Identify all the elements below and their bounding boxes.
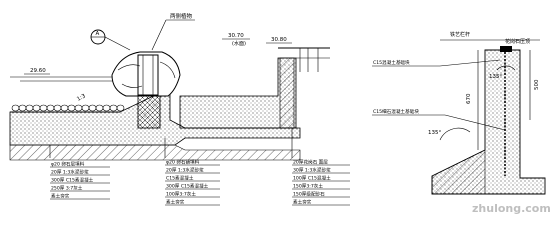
right-wall — [179, 57, 297, 129]
pebble-row — [11, 104, 125, 112]
callout-leader — [151, 19, 167, 51]
angle-arc-top — [496, 65, 516, 71]
main-section: 30.70 (水面) 30.80 29.60 1:3 A 两侧植物 φ20 卵石… — [9, 12, 350, 206]
wall-core — [279, 57, 295, 129]
table-row-text: 素土夯实 — [51, 193, 70, 200]
detail-header-left: 铁艺栏杆 — [450, 31, 470, 38]
table-row-text: C15素混凝土 — [166, 175, 194, 182]
cad-section-drawing: 30.70 (水面) 30.80 29.60 1:3 A 两侧植物 φ20 卵石… — [9, 12, 551, 215]
angle-arc-bottom — [439, 127, 471, 141]
section-marker-leader — [104, 36, 131, 51]
elevation-right: 30.80 — [271, 37, 287, 43]
planter-pipe — [137, 54, 159, 96]
railing-detail: 铁艺栏杆 花岗石压顶 670 500 135° 135° C15混凝土基础块 C… — [372, 31, 546, 195]
table-row-text: 300厚 C15素混凝土 — [51, 177, 94, 184]
watermark: zhulong.com — [472, 202, 551, 215]
table-row-text: 30厚 1:3水泥砂浆 — [293, 167, 331, 174]
table-row-text: 150厚3:7灰土 — [293, 183, 323, 190]
table-row-text: 300厚 C15素混凝土 — [166, 183, 209, 190]
table-row-text: 250厚 3:7灰土 — [51, 185, 83, 192]
detail-note-2-leader-2 — [444, 114, 506, 131]
table-row-text: 20厚 1:3水泥砂浆 — [166, 167, 204, 174]
table-row-text: 素土夯实 — [166, 199, 185, 206]
rock-mound — [111, 51, 181, 97]
detail-note-2: C15细石混凝土基础块 — [373, 108, 419, 115]
elevation-left: 29.60 — [30, 68, 46, 74]
angle-bottom: 135° — [428, 130, 441, 136]
angle-top: 135° — [489, 74, 502, 80]
dim-670: 670 — [466, 93, 472, 104]
base-slab-lower — [9, 144, 301, 161]
elevation-top: 30.70 — [228, 33, 244, 39]
section-marker-letter: A — [96, 31, 100, 37]
table-row-text: 20厚花岗石 面层 — [293, 159, 328, 166]
detail-footing-hatch — [431, 149, 486, 195]
table-row-text: 20厚 1:3水泥砂浆 — [51, 169, 89, 176]
callout-label: 两侧植物 — [170, 12, 193, 20]
table-row-text: 150厚级配砂石 — [293, 191, 325, 198]
detail-note-1-leader-2 — [439, 59, 501, 67]
elevation-top-note: (水面) — [232, 40, 246, 47]
table-row-text: 100厚 C15混凝土 — [293, 175, 331, 182]
table-row-text: φ20 卵石铺填料 — [166, 159, 200, 166]
detail-header-right: 花岗石压顶 — [505, 38, 530, 45]
table-row-text: 100厚3:7灰土 — [166, 191, 196, 198]
detail-note-1: C15混凝土基础块 — [373, 59, 410, 66]
dim-500: 500 — [534, 79, 540, 90]
table-row-text: 素土夯实 — [293, 199, 312, 206]
planter-footing — [137, 95, 161, 129]
slope-ratio: 1:3 — [76, 93, 87, 103]
detail-coping — [500, 46, 512, 52]
table-row-text: φ20 卵石层填料 — [51, 161, 85, 168]
